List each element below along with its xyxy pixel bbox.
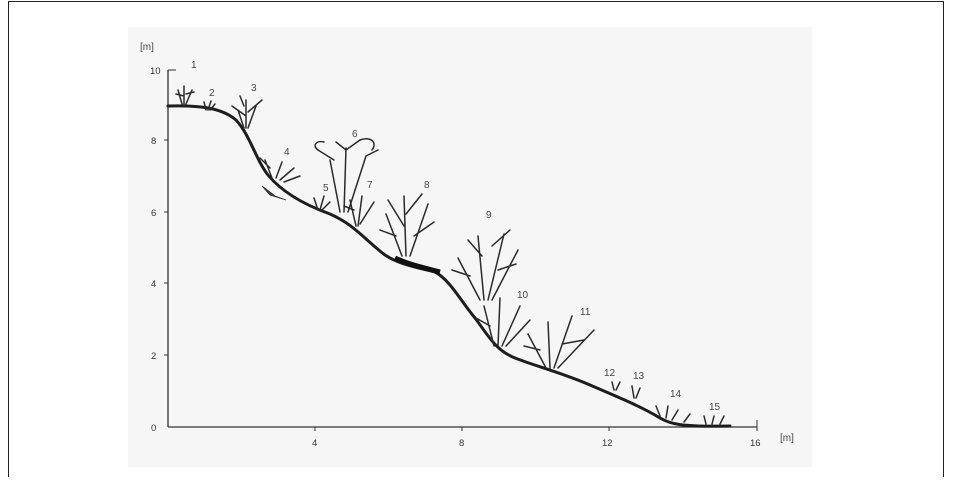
plant-4-sketch <box>259 157 301 183</box>
plant-11-sketch <box>523 315 595 369</box>
x-tick-label: 12 <box>602 438 613 449</box>
x-tick-label: 4 <box>312 438 317 449</box>
y-tick-label: 6 <box>151 208 156 219</box>
y-tick-label: 4 <box>151 279 156 290</box>
soil-band <box>393 255 441 275</box>
slope-profile-line <box>166 104 732 428</box>
plant-12-sketch <box>611 381 621 391</box>
y-tick-label: 10 <box>150 66 161 77</box>
plant-3-sketch <box>231 95 263 129</box>
plant-label: 9 <box>486 210 492 221</box>
plant-label: 12 <box>604 368 616 379</box>
plant-2-sketch <box>203 100 216 111</box>
rock-outcrop <box>261 185 287 201</box>
plant-14-sketch <box>655 405 691 423</box>
plant-label: 8 <box>424 180 430 191</box>
plant-label: 3 <box>251 83 257 94</box>
plant-label: 14 <box>670 389 682 400</box>
plant-15-sketch <box>703 415 725 425</box>
plant-label: 10 <box>517 290 529 301</box>
x-tick-label: 8 <box>459 438 464 449</box>
x-unit-label: [m] <box>780 433 794 444</box>
plant-label: 11 <box>580 307 591 318</box>
plant-label: 2 <box>209 88 215 99</box>
plant-label: 15 <box>709 402 721 413</box>
plant-label: 13 <box>633 371 645 382</box>
x-tick-label: 16 <box>750 438 761 449</box>
plant-9-sketch <box>451 229 519 301</box>
plant-label: 4 <box>284 147 290 158</box>
plant-5-sketch <box>313 195 331 211</box>
y-unit-label: [m] <box>140 42 154 53</box>
plant-6-sketch <box>314 138 379 213</box>
plant-label: 7 <box>367 180 373 191</box>
plant-7-sketch <box>343 195 375 227</box>
plant-8-sketch <box>379 193 435 257</box>
plant-13-sketch <box>631 385 641 399</box>
y-tick-label: 2 <box>151 351 156 362</box>
plant-label: 1 <box>191 60 197 71</box>
y-tick-label: 0 <box>151 423 156 434</box>
plant-label: 6 <box>352 129 358 140</box>
plant-label: 5 <box>323 183 329 194</box>
x-tick-marks <box>314 420 758 431</box>
y-tick-label: 8 <box>151 136 156 147</box>
plant-10-sketch <box>475 297 531 347</box>
plant-1-sketch <box>175 85 195 105</box>
y-tick-marks <box>164 139 168 356</box>
